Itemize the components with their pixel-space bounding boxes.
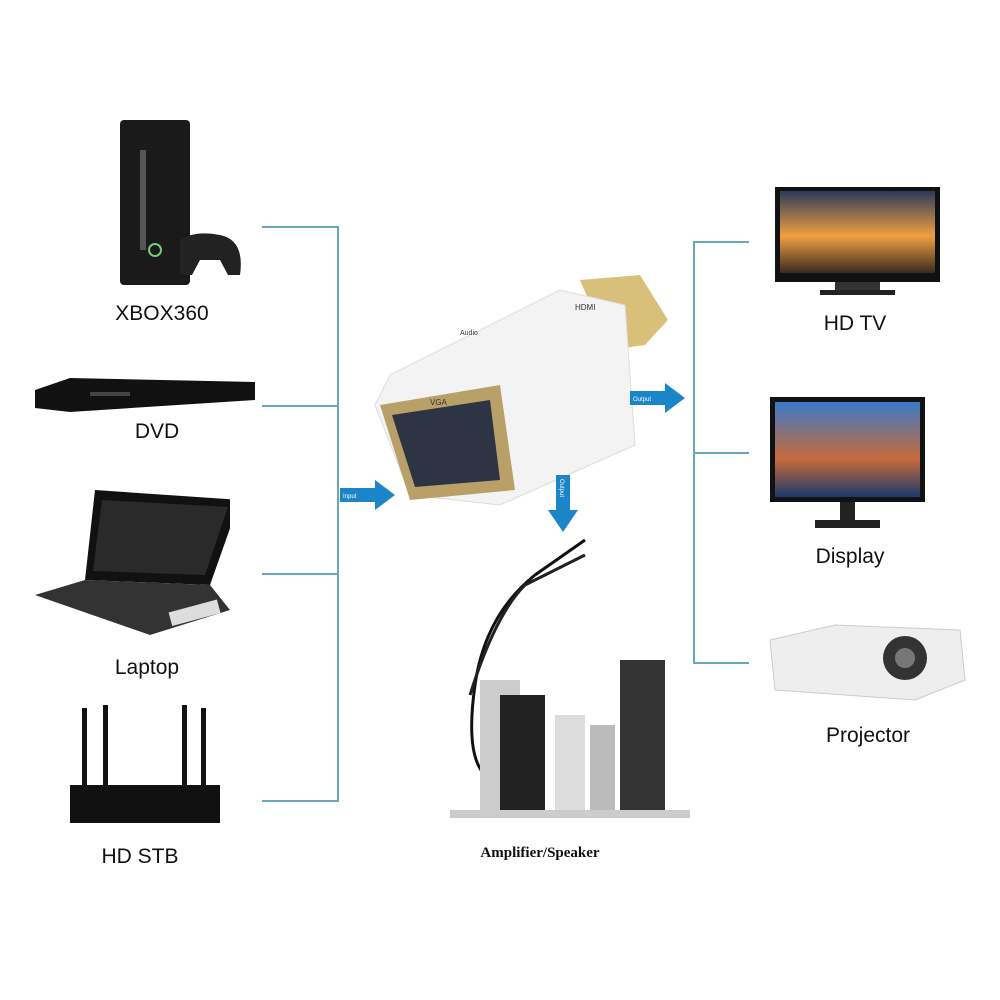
dvd-image [35,378,255,412]
source-label: HD STB [101,845,179,868]
vga-port-label: VGA [430,398,448,407]
branch-hdtv [693,241,749,243]
source-label: DVD [134,420,180,443]
svg-text:Output: Output [633,397,651,403]
xbox360-image [120,120,241,285]
source-label: XBOX360 [115,302,209,325]
laptop-image [35,490,230,635]
projector-image [769,624,966,701]
source-bus-line [337,226,339,801]
hdmi-port-label: HDMI [575,303,595,312]
video-output-arrow: Output [630,383,685,413]
output-label: Projector [825,724,911,747]
amplifier-speaker-label: Amplifier/Speaker [480,845,600,861]
svg-text:Input: Input [343,494,357,500]
hdmi-to-vga-adapter-image: HDMI Audio VGA [374,275,668,506]
audio-port-label: Audio [460,330,478,337]
branch-projector [693,662,749,664]
branch-stb [262,800,339,802]
svg-text:Output: Output [558,479,564,497]
audio-output-arrow: Output [548,475,578,532]
output-label: HD TV [823,312,887,335]
branch-dvd [262,405,339,407]
amplifier-speaker-image [450,538,690,818]
output-label: Display [815,545,885,568]
hdtv-image [775,187,940,295]
hd-stb-image [70,705,220,823]
branch-xbox [262,226,339,228]
source-label: Laptop [114,656,180,679]
input-arrow: Input [340,480,395,510]
branch-laptop [262,573,339,575]
display-image [770,397,925,528]
branch-display [693,452,749,454]
